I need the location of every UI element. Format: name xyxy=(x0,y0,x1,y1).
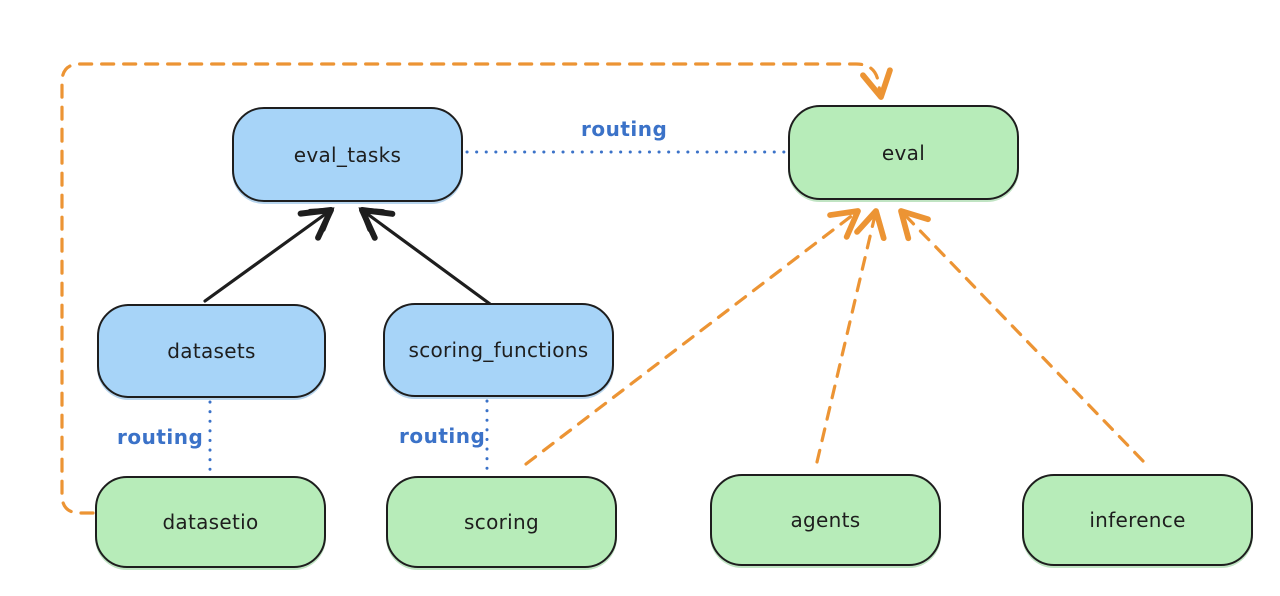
routing-label-scoring-functions-scoring: routing xyxy=(399,424,486,448)
node-scoring-label: scoring xyxy=(464,510,539,534)
routing-label-datasets-datasetio: routing xyxy=(117,425,204,449)
node-datasets: datasets xyxy=(97,304,326,398)
node-eval-tasks-label: eval_tasks xyxy=(293,142,402,167)
node-eval-label: eval xyxy=(881,140,926,165)
node-scoring-functions: scoring_functions xyxy=(383,303,614,397)
node-datasetio-label: datasetio xyxy=(162,510,259,534)
node-inference: inference xyxy=(1022,474,1253,566)
edge-inference-to-eval xyxy=(898,208,1145,463)
node-datasetio: datasetio xyxy=(95,476,326,568)
edge-datasets-to-eval-tasks xyxy=(203,207,335,303)
node-scoring-functions-label: scoring_functions xyxy=(408,338,589,362)
node-inference-label: inference xyxy=(1089,508,1186,532)
routing-label-eval-tasks-eval: routing xyxy=(581,117,668,141)
edge-agents-to-eval xyxy=(815,208,887,464)
node-eval-tasks: eval_tasks xyxy=(232,107,463,202)
edge-scoring-functions-to-eval-tasks xyxy=(358,207,492,306)
node-scoring: scoring xyxy=(386,476,617,568)
node-agents-label: agents xyxy=(790,508,861,532)
node-agents: agents xyxy=(710,474,941,566)
node-eval: eval xyxy=(788,105,1019,200)
node-datasets-label: datasets xyxy=(167,339,256,363)
